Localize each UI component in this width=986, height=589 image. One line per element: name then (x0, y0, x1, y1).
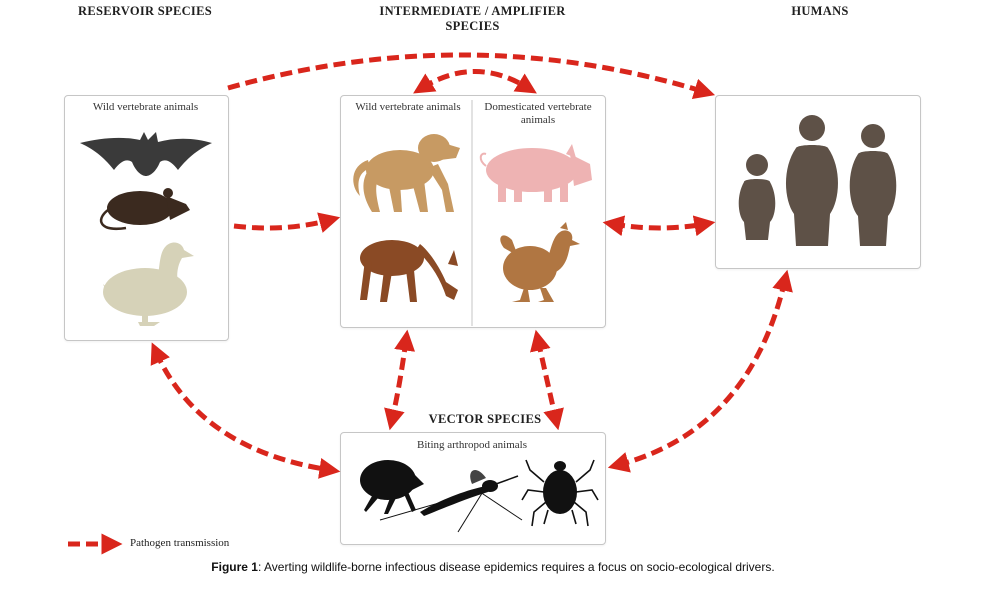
arrow-intermediate-self (413, 69, 537, 94)
intermediate-wild-label: Wild vertebrate animals (355, 101, 461, 113)
chicken-icon (500, 222, 580, 302)
human-icon (738, 154, 776, 240)
duck-icon (103, 242, 194, 326)
intermediate-domestic-label: Domesticated vertebrate animals (484, 101, 592, 126)
reservoir-box-label: Wild vertebrate animals (92, 101, 199, 113)
header-intermediate: INTERMEDIATE / AMPLIFIER SPECIES (379, 4, 566, 33)
human-icon (786, 115, 838, 246)
header-humans: HUMANS (791, 4, 849, 18)
pig-icon (479, 144, 592, 202)
arrow-reservoir-vector (150, 342, 341, 479)
monkey-icon (353, 134, 460, 212)
arrow-reservoir-to-intermediate (233, 212, 341, 233)
deer-icon (360, 240, 458, 302)
arrow-wild-vector (384, 329, 416, 431)
arrow-domestic-vector (530, 329, 564, 431)
header-reservoir: RESERVOIR SPECIES (78, 4, 212, 18)
rat-icon (99, 188, 190, 231)
arrows (68, 52, 793, 555)
vector-box-label: Biting arthropod animals (417, 439, 527, 451)
caption-text: : Averting wildlife-borne infectious dis… (257, 560, 775, 574)
arrow-reservoir-to-humans (227, 52, 716, 99)
bat-icon (80, 132, 212, 176)
flea-icon (360, 460, 424, 514)
tick-icon (521, 459, 599, 527)
arrow-intermediate-humans (602, 215, 716, 237)
mosquito-icon (379, 470, 523, 533)
legend-label: Pathogen transmission (130, 537, 230, 549)
caption-prefix: Figure 1 (211, 560, 258, 574)
arrow-humans-vector (607, 269, 793, 473)
humans-group (738, 115, 897, 246)
human-icon (849, 124, 897, 246)
header-vector: VECTOR SPECIES (428, 412, 542, 426)
figure-caption: Figure 1: Averting wildlife-borne infect… (0, 560, 986, 574)
